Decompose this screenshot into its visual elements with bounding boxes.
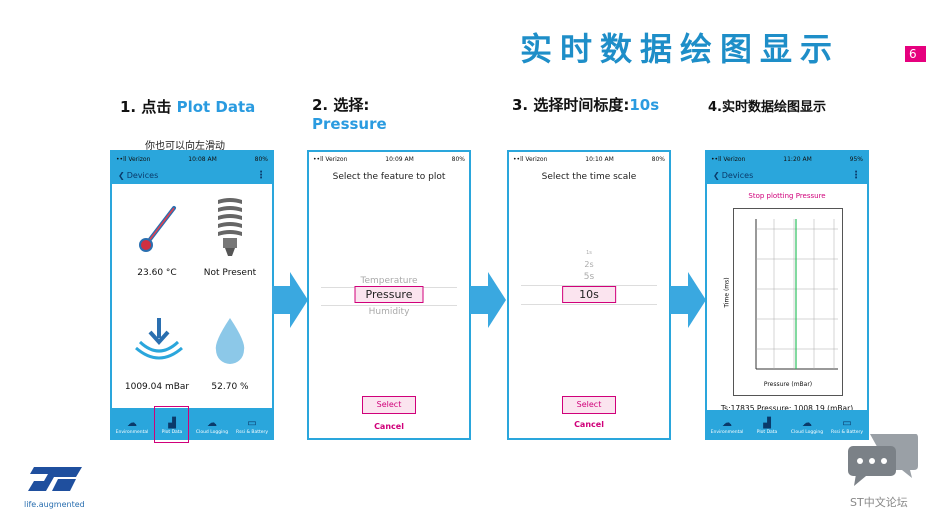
status-bar: ••ll Verizon 10:09 AM 80%: [313, 155, 465, 163]
st-logo-icon: [28, 467, 82, 491]
step-4-label: 4.实时数据绘图显示: [708, 100, 826, 115]
step-2-label: 2. 选择: Pressure: [312, 96, 387, 133]
temperature-value: 23.60 °C: [137, 268, 177, 278]
phone-plot: ••ll Verizon 11:20 AM 95% ❮Devices ⋮ Sto…: [705, 150, 869, 440]
arrow-right-icon: [670, 272, 706, 328]
picker-divider: [521, 304, 657, 305]
status-bar: ••ll Verizon 10:10 AM 80%: [513, 155, 665, 163]
phone-environmental: ••ll Verizon 10:08 AM 80% ❮Devices ⋮ 23.…: [110, 150, 274, 440]
plot-grid: [755, 219, 838, 370]
back-button[interactable]: ❮Devices: [118, 170, 159, 180]
select-button[interactable]: Select: [362, 396, 416, 414]
arrow-right-icon: [272, 272, 308, 328]
chart-icon: ▟: [763, 418, 771, 429]
cloud-upload-icon: ☁: [207, 418, 217, 429]
picker-option-1s[interactable]: 1s: [586, 250, 592, 256]
phone-feature-picker: ••ll Verizon 10:09 AM 80% Select the fea…: [307, 150, 471, 440]
logo-tagline: life.augmented: [24, 500, 85, 509]
picker-option-humidity[interactable]: Humidity: [368, 307, 410, 317]
chart-icon: ▟: [168, 418, 176, 429]
pressure-icon: [135, 318, 183, 360]
drop-icon: [215, 318, 245, 364]
nav-bar: ❮Devices ⋮: [112, 166, 272, 184]
cancel-button[interactable]: Cancel: [574, 420, 604, 429]
step-3-label: 3. 选择时间标度:10s: [512, 96, 660, 114]
x-axis-label: Pressure (mBar): [763, 381, 813, 388]
picker-option-5s[interactable]: 5s: [583, 272, 595, 282]
chevron-left-icon: ❮: [713, 170, 720, 180]
status-bar: ••ll Verizon 11:20 AM 95%: [707, 152, 867, 166]
cancel-button[interactable]: Cancel: [374, 422, 404, 431]
chevron-left-icon: ❮: [118, 170, 125, 180]
time-prompt: Select the time scale: [541, 172, 637, 182]
tab-bar: ☁Environmental ▟Plot Data ☁Cloud Logging…: [112, 408, 272, 438]
feature-prompt: Select the feature to plot: [332, 172, 446, 182]
chat-bubble-icon: [848, 434, 918, 486]
arrow-right-icon: [470, 272, 506, 328]
menu-icon[interactable]: ⋮: [851, 169, 861, 181]
tab-cloud-logging[interactable]: ☁Cloud Logging: [790, 418, 824, 435]
cloud-sun-icon: ☁: [127, 418, 137, 429]
tab-bar: ☁Environmental ▟Plot Data ☁Cloud Logging…: [707, 410, 867, 438]
bulb-value: Not Present: [203, 268, 257, 278]
humidity-value: 52.70 %: [211, 382, 249, 392]
picker-selected-pressure[interactable]: Pressure: [354, 286, 424, 303]
battery-icon: ▭: [247, 418, 257, 429]
forum-label: ST中文论坛: [850, 496, 908, 509]
picker-option-2s[interactable]: 2s: [584, 260, 594, 269]
bulb-icon: [218, 198, 242, 256]
tab-plot-data[interactable]: ▟Plot Data: [756, 418, 778, 435]
cloud-upload-icon: ☁: [802, 418, 812, 429]
pressure-readout: Ts:17835 Pressure: 1008.19 (mBar): [720, 404, 854, 413]
status-bar: ••ll Verizon 10:08 AM 80%: [112, 152, 272, 166]
picker-divider: [521, 285, 657, 286]
page-number: 6: [905, 46, 926, 62]
pressure-value: 1009.04 mBar: [124, 382, 190, 392]
step-1-label: 1. 点击 Plot Data: [120, 98, 256, 116]
tab-rssi-battery[interactable]: ▭Rssi & Battery: [830, 418, 864, 435]
plot-area: Time (ms) Pressure (mBar): [724, 208, 843, 396]
nav-bar: ❮Devices ⋮: [707, 166, 867, 184]
battery-icon: ▭: [842, 418, 852, 429]
cloud-sun-icon: ☁: [722, 418, 732, 429]
tab-rssi-battery[interactable]: ▭Rssi & Battery: [235, 418, 269, 435]
picker-option-temperature[interactable]: Temperature: [360, 276, 418, 286]
tab-environmental[interactable]: ☁Environmental: [115, 418, 149, 435]
stop-plotting-button[interactable]: Stop plotting Pressure: [748, 192, 826, 200]
y-axis-label: Time (ms): [723, 277, 731, 308]
picker-divider: [321, 305, 457, 306]
tab-plot-data[interactable]: ▟Plot Data: [161, 418, 183, 435]
picker-selected-10s[interactable]: 10s: [562, 286, 616, 303]
menu-icon[interactable]: ⋮: [256, 169, 266, 181]
tab-environmental[interactable]: ☁Environmental: [710, 418, 744, 435]
swipe-hint: 你也可以向左滑动: [145, 141, 225, 152]
phone-time-picker: ••ll Verizon 10:10 AM 80% Select the tim…: [507, 150, 671, 440]
thermometer-icon: [139, 206, 176, 252]
select-button[interactable]: Select: [562, 396, 616, 414]
slide-title: 实时数据绘图显示: [520, 30, 841, 68]
back-button[interactable]: ❮Devices: [713, 170, 754, 180]
tab-cloud-logging[interactable]: ☁Cloud Logging: [195, 418, 229, 435]
plot-data-highlight: [154, 406, 189, 443]
